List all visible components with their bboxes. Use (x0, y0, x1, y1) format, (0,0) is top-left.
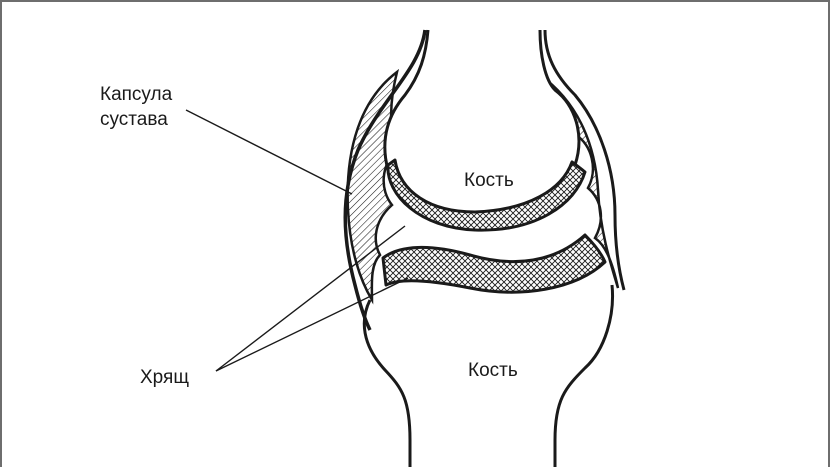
lower-cartilage (383, 235, 605, 292)
label-capsule-line1: Капсула (100, 84, 173, 105)
label-bone-bottom: Кость (468, 360, 518, 381)
lower-bone-left (364, 300, 410, 467)
leader-cartilage-lower (216, 278, 408, 371)
label-capsule-line2: сустава (100, 109, 168, 130)
label-cartilage: Хрящ (140, 367, 189, 388)
lower-bone-right (555, 285, 613, 467)
leader-capsule (186, 110, 352, 194)
leader-cartilage-upper (216, 226, 405, 371)
label-bone-top: Кость (464, 170, 514, 191)
